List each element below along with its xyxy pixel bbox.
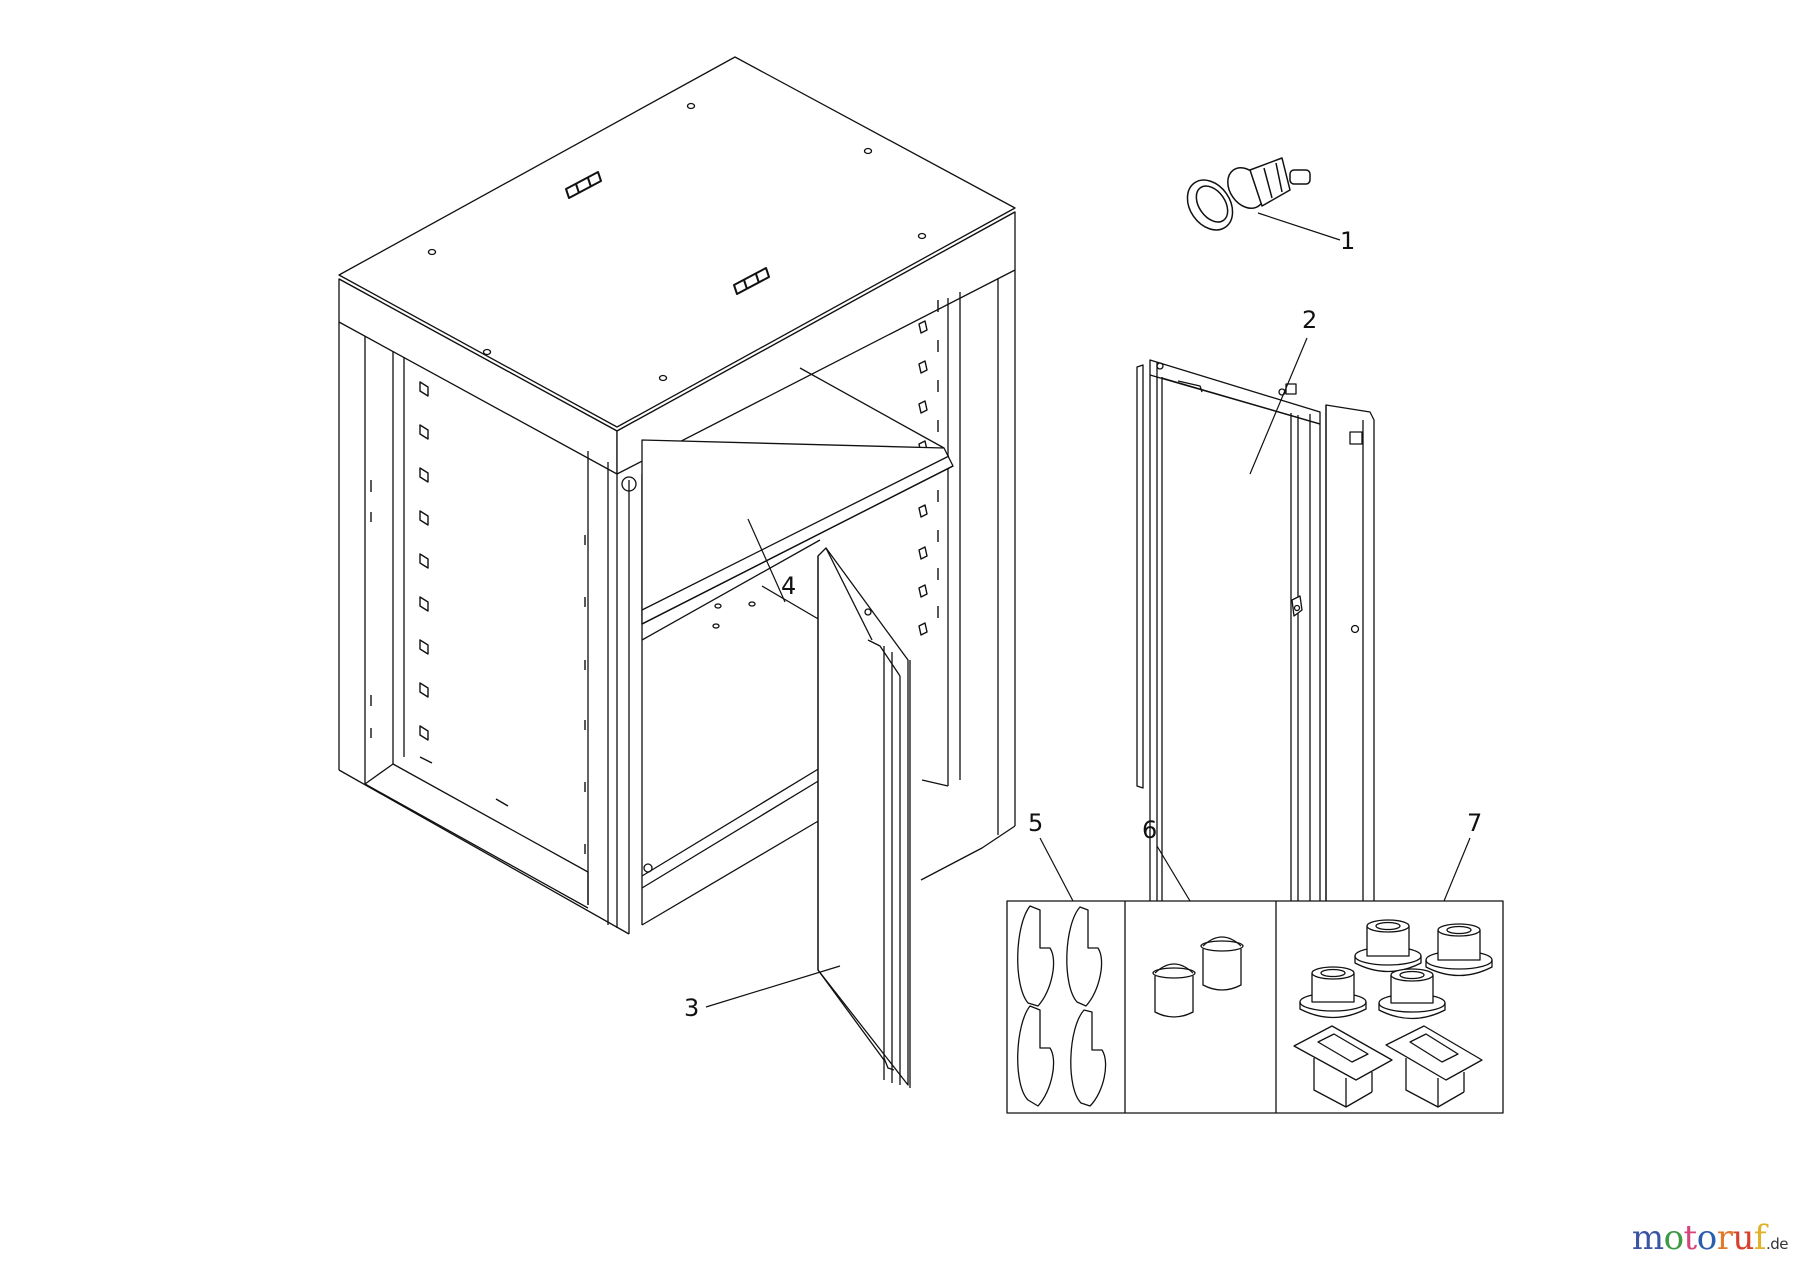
logo-letter: f bbox=[1753, 1218, 1767, 1258]
plug-icon bbox=[1294, 1026, 1482, 1107]
leader-7 bbox=[1444, 838, 1470, 901]
logo-letter: u bbox=[1732, 1218, 1754, 1258]
motoruf-logo: motoruf.de bbox=[1631, 1218, 1789, 1258]
callout-6: 6 bbox=[1142, 816, 1158, 844]
bumper-icon bbox=[1153, 937, 1243, 1017]
shelf-clip-icon bbox=[1018, 906, 1106, 1106]
callout-2: 2 bbox=[1302, 306, 1318, 334]
parts-kit-box bbox=[1007, 901, 1503, 1113]
hanger-slot-icon bbox=[566, 172, 601, 198]
callout-3: 3 bbox=[684, 994, 700, 1022]
logo-letter: t bbox=[1683, 1218, 1698, 1258]
leader-2 bbox=[1250, 338, 1307, 474]
hanger-slot-icon bbox=[734, 268, 769, 294]
door-mounted bbox=[818, 548, 910, 1088]
leader-1 bbox=[1258, 213, 1340, 240]
logo-letter: o bbox=[1663, 1218, 1684, 1258]
leader-4 bbox=[748, 519, 785, 602]
callout-5: 5 bbox=[1028, 809, 1044, 837]
logo-letter: r bbox=[1716, 1218, 1733, 1258]
lock-cylinder bbox=[1178, 158, 1310, 239]
callout-1: 1 bbox=[1340, 227, 1356, 255]
shelf bbox=[642, 440, 953, 640]
callout-7: 7 bbox=[1467, 809, 1483, 837]
logo-letter: m bbox=[1631, 1218, 1664, 1258]
cabinet-body bbox=[339, 57, 1015, 934]
leader-lines bbox=[706, 213, 1470, 1007]
leader-5 bbox=[1040, 838, 1073, 901]
callout-4: 4 bbox=[781, 572, 797, 600]
leader-3 bbox=[706, 966, 840, 1007]
leader-6 bbox=[1157, 846, 1190, 901]
logo-letter: o bbox=[1696, 1218, 1717, 1258]
bushing-icon bbox=[1300, 920, 1492, 1019]
logo-suffix: .de bbox=[1765, 1235, 1789, 1253]
